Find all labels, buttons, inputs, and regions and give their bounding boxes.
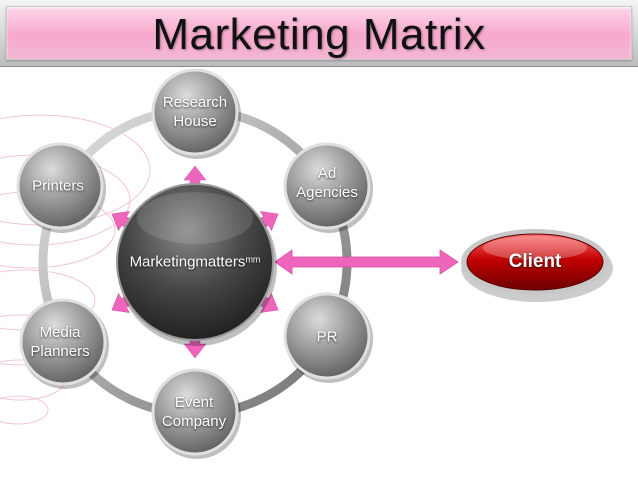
title-panel: Marketing Matrix <box>6 6 632 60</box>
page-title: Marketing Matrix <box>152 10 486 59</box>
node-label-ad: Ad Agencies <box>296 164 358 202</box>
node-label-event: Event Company <box>162 393 226 431</box>
node-pr <box>283 292 373 383</box>
outer-nodes <box>16 68 373 459</box>
node-label-line: Event <box>174 394 214 411</box>
client-label: Client <box>508 251 562 272</box>
node-label-printers: Printers <box>32 177 84 196</box>
title-banner: Marketing Matrix <box>0 0 638 67</box>
node-label-line: Research <box>162 94 228 111</box>
node-printers <box>16 142 106 233</box>
node-label-media: Media Planners <box>30 323 89 361</box>
center-label-superscript: mm <box>245 254 261 265</box>
node-label-line: Media <box>39 324 81 341</box>
node-label-research: Research House <box>163 93 227 131</box>
node-label-line: Agencies <box>296 184 358 201</box>
node-label-pr: PR <box>317 328 338 347</box>
client-node <box>461 229 613 302</box>
node-ad <box>283 142 373 233</box>
node-research <box>151 68 241 159</box>
node-media <box>19 298 109 389</box>
node-label-line: Company <box>161 413 227 430</box>
node-label-line: House <box>173 113 217 130</box>
node-event <box>151 368 241 459</box>
center-label: Marketingmattersmm <box>130 254 261 271</box>
node-label-line: PR <box>316 328 338 346</box>
center-circle <box>116 183 274 341</box>
client-arrow <box>274 249 459 275</box>
center-label-text: Marketingmatters <box>129 253 246 271</box>
node-label-line: Printers <box>32 177 84 195</box>
node-label-line: Planners <box>30 343 90 360</box>
node-label-line: Ad <box>317 165 337 182</box>
